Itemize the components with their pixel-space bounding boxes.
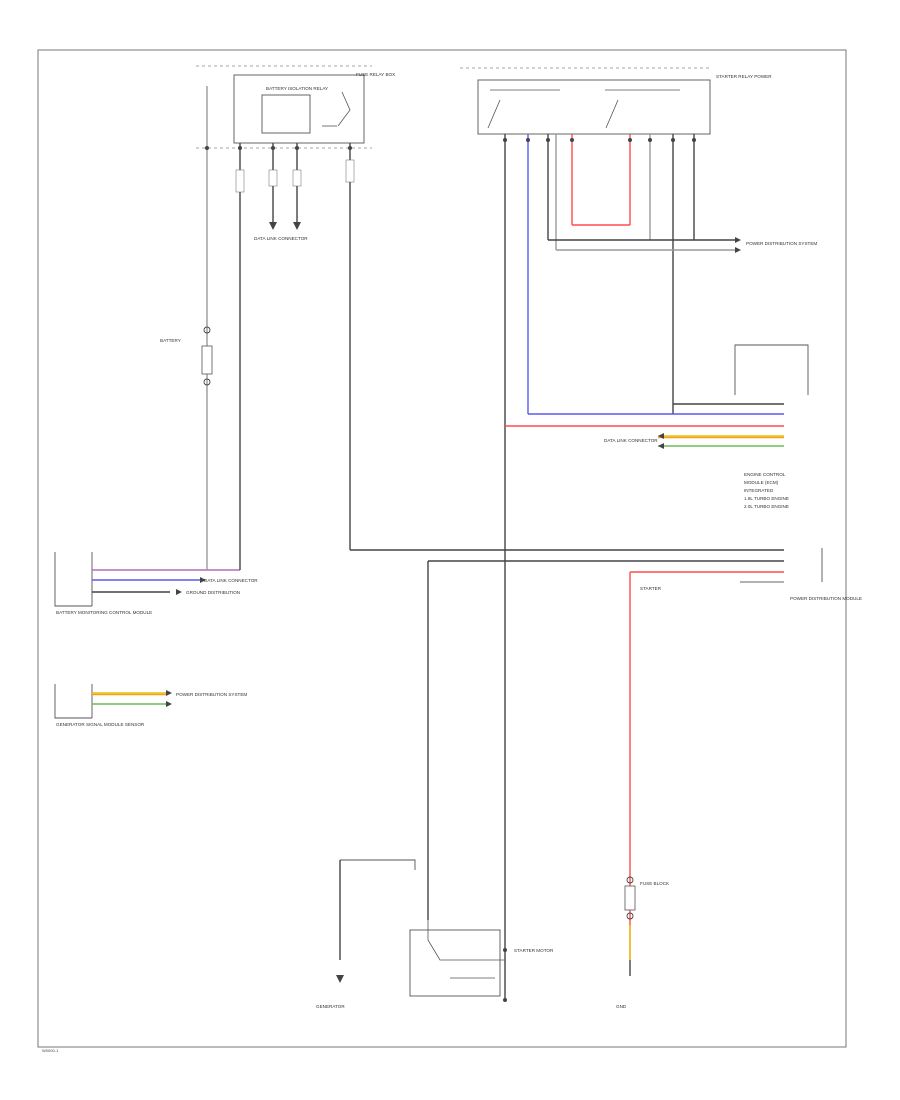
power-relay-label: STARTER RELAY POWER bbox=[716, 74, 772, 79]
fuse-block-label: FUSE BLOCK bbox=[640, 881, 670, 886]
junction-wires: DATA LINK CONNECTOR bbox=[196, 86, 372, 568]
generator-label: GENERATOR bbox=[316, 1004, 345, 1009]
ecm-connector: DATA LINK CONNECTOR ENGINE CONTROL MODUL… bbox=[505, 344, 809, 509]
ecm-line-4: 1.8L TURBO ENGINE bbox=[744, 496, 789, 501]
relay-output-wires: POWER DISTRIBUTION SYSTEM bbox=[503, 134, 817, 1000]
power-system-label-2: POWER DISTRIBUTION SYSTEM bbox=[746, 241, 817, 246]
battery-monitor-module: DATA LINK CONNECTOR GROUND DISTRIBUTION … bbox=[54, 552, 258, 615]
power-system-label: POWER DISTRIBUTION SYSTEM bbox=[176, 692, 247, 697]
ignition-switch: STARTER MOTOR GENERATOR bbox=[316, 859, 554, 1009]
power-relay-top: STARTER RELAY POWER bbox=[460, 67, 772, 135]
starter-label: STARTER bbox=[640, 586, 662, 591]
battery-monitor-label: BATTERY MONITORING CONTROL MODULE bbox=[56, 610, 152, 615]
ecm-line-5: 2.0L TURBO ENGINE bbox=[744, 504, 789, 509]
relay-top-label: BATTERY ISOLATION RELAY bbox=[266, 86, 328, 91]
alt-sensor-label: GENERATOR SIGNAL MODULE SENSOR bbox=[56, 722, 145, 727]
data-link-label: DATA LINK CONNECTOR bbox=[254, 236, 308, 241]
ground-label: GND bbox=[616, 1004, 627, 1009]
battery-fuse: BATTERY bbox=[160, 326, 213, 386]
junction-box-top: BATTERY ISOLATION RELAY FUSE RELAY BOX bbox=[196, 65, 395, 144]
alternator-sensor: POWER DISTRIBUTION SYSTEM GENERATOR SIGN… bbox=[54, 684, 247, 727]
ecm-data-link-label: DATA LINK CONNECTOR bbox=[604, 438, 658, 443]
power-dist-bus: STARTER POWER DISTRIBUTION MODULE bbox=[350, 548, 862, 960]
power-dist-label: POWER DISTRIBUTION MODULE bbox=[790, 596, 862, 601]
fuse-block: FUSE BLOCK GND bbox=[616, 876, 670, 1009]
ecm-line-2: MODULE (ECM) bbox=[744, 480, 779, 485]
starter-motor-label: STARTER MOTOR bbox=[514, 948, 554, 953]
junction-top-label: FUSE RELAY BOX bbox=[356, 72, 395, 77]
diagram-frame bbox=[37, 49, 847, 1048]
data-link-label-2: DATA LINK CONNECTOR bbox=[204, 578, 258, 583]
ecm-line-3: INTEGRATED bbox=[744, 488, 774, 493]
grounds-label: GROUND DISTRIBUTION bbox=[186, 590, 240, 595]
footer-code: W0000-1 bbox=[42, 1048, 59, 1053]
ecm-line-1: ENGINE CONTROL bbox=[744, 472, 786, 477]
battery-label: BATTERY bbox=[160, 338, 181, 343]
